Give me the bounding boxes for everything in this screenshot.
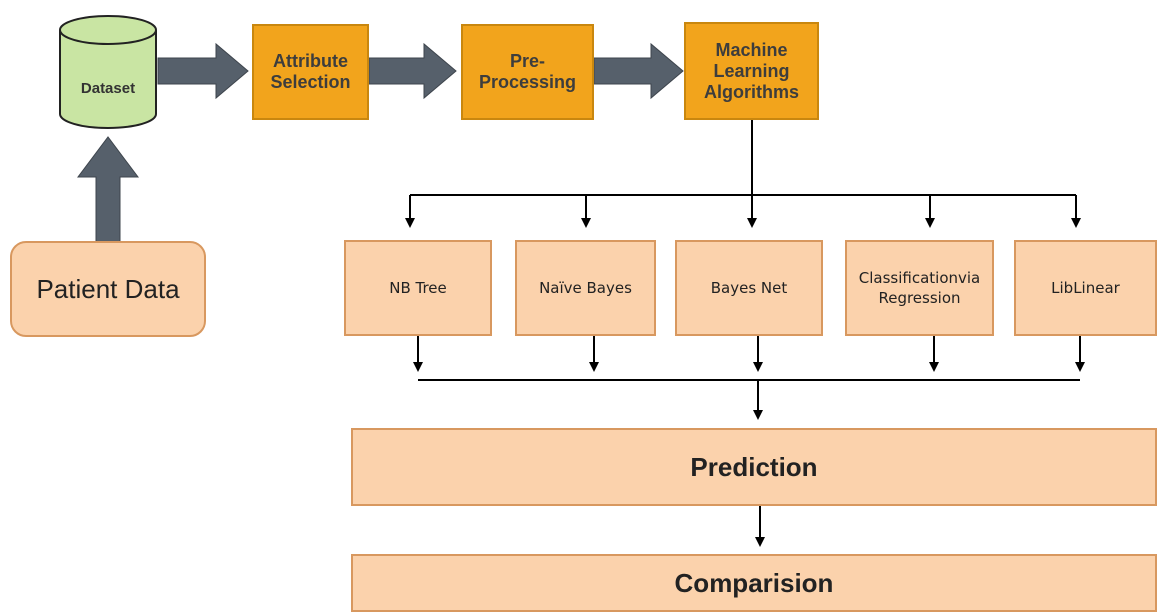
fan-out-connectors [405,120,1081,228]
algorithm-box-liblinear: LibLinear [1014,240,1157,336]
algorithm-box-bayes-net: Bayes Net [675,240,823,336]
dataset-to-attribute-arrow [157,42,249,100]
algorithm-box-naive-bayes: Naïve Bayes [515,240,656,336]
attribute-to-preprocessing-arrow [368,42,457,100]
comparison-box: Comparision [351,554,1157,612]
ml-algorithms-box: Machine Learning Algorithms [684,22,819,120]
algorithm-box-nb-tree: NB Tree [344,240,492,336]
attribute-selection-box: Attribute Selection [252,24,369,120]
pre-processing-box: Pre- Processing [461,24,594,120]
prediction-box: Prediction [351,428,1157,506]
patient-to-dataset-arrow [77,136,139,243]
dataset-database-icon [59,15,157,129]
patient-data-box: Patient Data [10,241,206,337]
preprocessing-to-ml-arrow [593,42,684,100]
dataset-label: Dataset [80,80,136,97]
algorithm-box-classification-via-regression: Classificationvia Regression [845,240,994,336]
fan-in-connectors [413,336,1085,420]
